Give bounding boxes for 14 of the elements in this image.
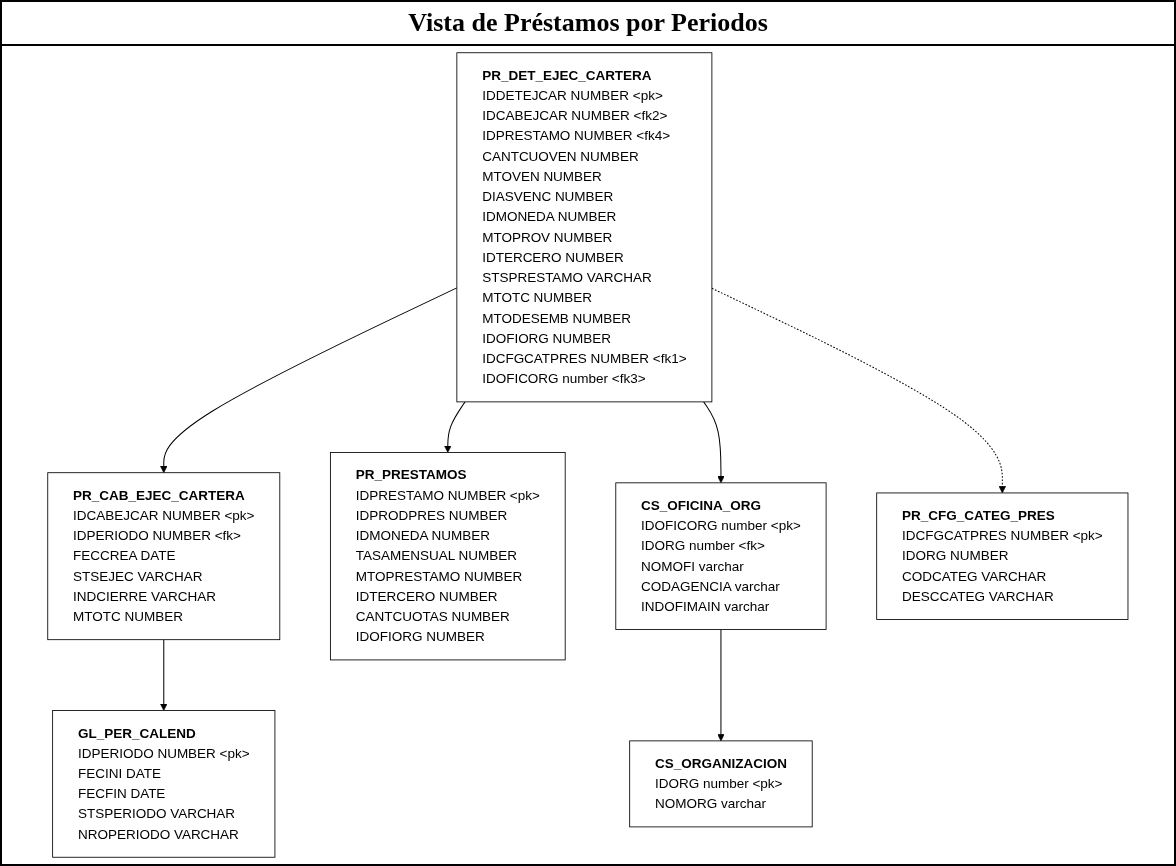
arrow	[160, 287, 458, 474]
node-box: PR_CFG_CATEG_PRES IDCFGCATPRES NUMBER <pk> IDORG NUMBER CODCATEG VARCHAR DESCCATEG VARCHAR	[876, 492, 1129, 620]
arrow	[160, 639, 168, 711]
node-box: PR_PRESTAMOS IDPRESTAMO NUMBER <pk> IDPRODPRES NUMBER IDMONEDA NUMBER TASAMENSUAL NUMBER MTOPRESTAMO NUMBER IDTERCERO NUMBER CANTCUOTAS NUMBER IDOFIORG NUMBER	[330, 452, 566, 661]
arrow	[711, 287, 1007, 494]
arrow	[703, 401, 725, 484]
arrow	[444, 401, 466, 453]
node-box: PR_CAB_EJEC_CARTERA IDCABEJCAR NUMBER <pk> IDPERIODO NUMBER <fk> FECCREA DATE STSEJEC VARCHAR INDCIERRE VARCHAR MTOTC NUMBER	[47, 472, 281, 641]
node-box: CS_OFICINA_ORG IDOFICORG number <pk> IDORG number <fk> NOMOFI varchar CODAGENCIA varchar INDOFIMAIN varchar	[615, 482, 827, 630]
node-box: PR_DET_EJEC_CARTERA IDDETEJCAR NUMBER <pk> IDCABEJCAR NUMBER <fk2> IDPRESTAMO NUMBER <fk4> CANTCUOVEN NUMBER MTOVEN NUMBER DIASVENC NUMBER IDMONEDA NUMBER MTOPROV NUMBER IDTERCERO NUMBER STSPRESTAMO VARCHAR MTOTC NUMBER MTODESEMB NUMBER IDOFIORG NUMBER IDCFGCATPRES NUMBER <fk1> IDOFICORG number <fk3>	[456, 52, 713, 403]
diagram-title: Vista de Préstamos por Periodos	[2, 2, 1174, 46]
node-box: CS_ORGANIZACION IDORG number <pk> NOMORG varchar	[629, 740, 813, 828]
node-box: GL_PER_CALEND IDPERIODO NUMBER <pk> FECINI DATE FECFIN DATE STSPERIODO VARCHAR NROPERIODO VARCHAR	[52, 710, 276, 858]
arrow	[717, 629, 725, 742]
